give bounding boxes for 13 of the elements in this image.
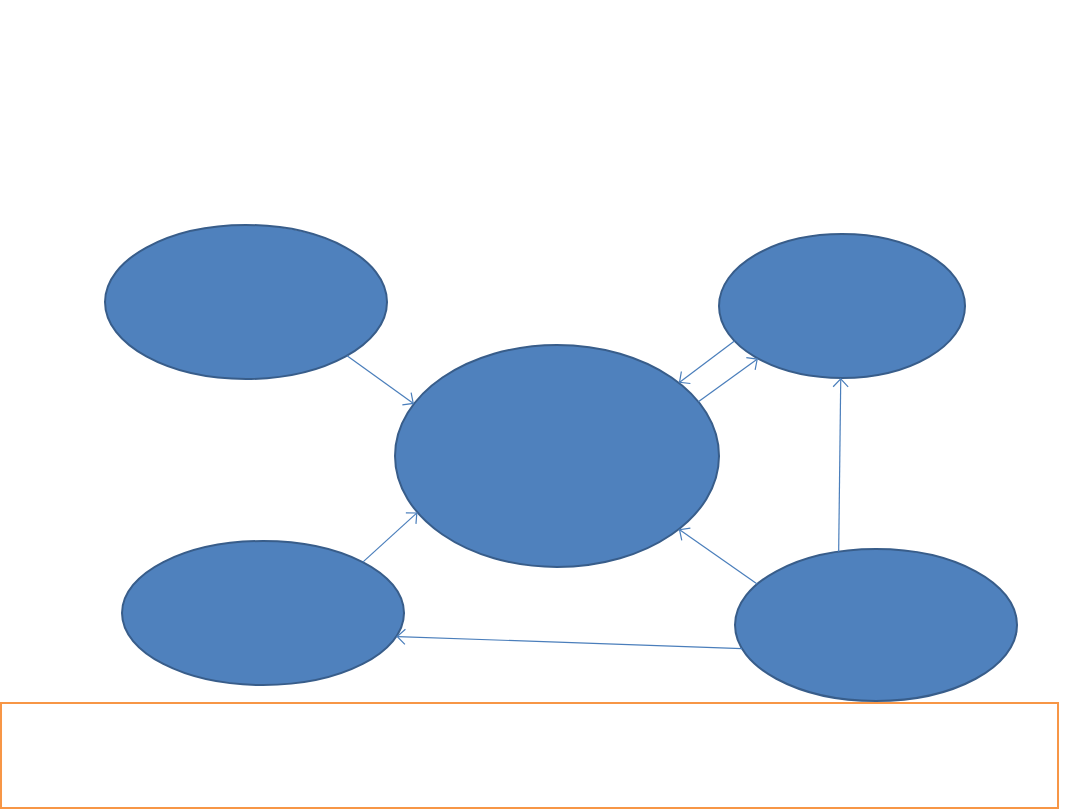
arrow [678,340,736,385]
ellipse [121,540,405,686]
ellipse [104,224,388,380]
arrow [396,628,743,650]
arrow [346,355,414,406]
arrow [362,512,418,563]
arrow [697,357,758,403]
arrow [832,378,849,553]
arrow [678,527,758,585]
ellipse [734,548,1018,702]
ellipse [718,233,966,379]
ellipse [394,344,720,568]
outlined-box [0,702,1059,809]
